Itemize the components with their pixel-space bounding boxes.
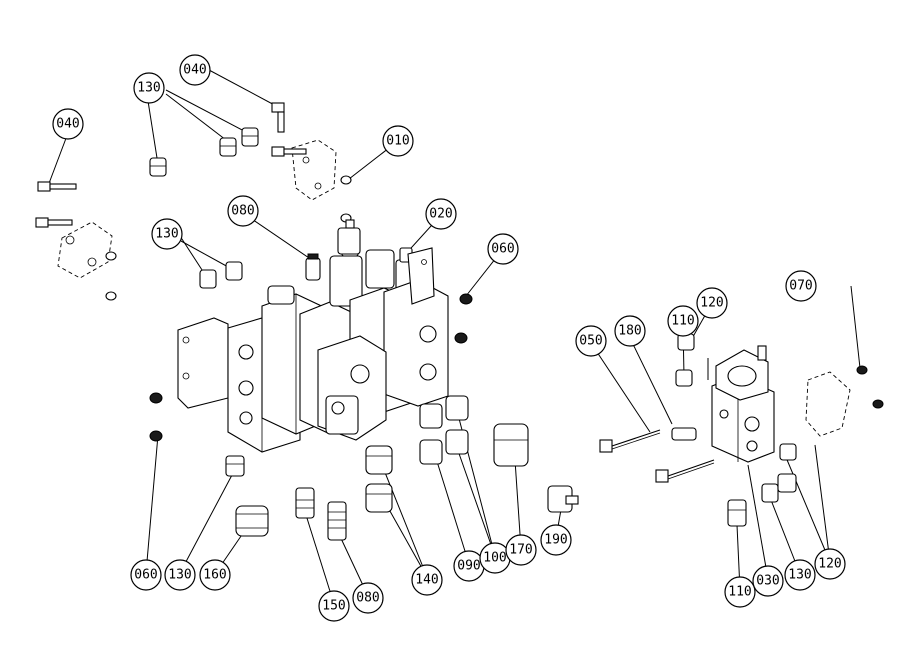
svg-text:140: 140: [415, 573, 438, 588]
mounting-plate: [177, 317, 229, 409]
callout-040-left: 040: [52, 108, 84, 140]
svg-text:090: 090: [457, 559, 480, 574]
callout-060-bottom: 060: [130, 559, 162, 591]
svg-text:060: 060: [491, 242, 514, 257]
fitting-120-right: [777, 443, 797, 493]
svg-text:100: 100: [483, 551, 506, 566]
fitting-190: [547, 485, 579, 513]
fitting-130-lower: [225, 455, 245, 477]
callout-190: 190: [540, 524, 572, 556]
svg-text:120: 120: [818, 557, 841, 572]
svg-text:130: 130: [788, 568, 811, 583]
svg-text:160: 160: [203, 568, 226, 583]
svg-text:110: 110: [728, 585, 751, 600]
fitting-130-d: [199, 261, 243, 289]
fitting-080-top: [305, 253, 321, 281]
lower-manifold: [317, 335, 387, 441]
svg-text:030: 030: [756, 574, 779, 589]
fitting-160: [235, 505, 269, 537]
callout-060-top: 060: [487, 233, 519, 265]
callout-180: 180: [614, 315, 646, 347]
svg-text:050: 050: [579, 334, 602, 349]
fitting-080-bottom: [327, 501, 347, 541]
svg-text:080: 080: [356, 591, 379, 606]
callout-010: 010: [382, 125, 414, 157]
svg-text:150: 150: [322, 599, 345, 614]
callout-130-mid: 130: [151, 218, 183, 250]
fitting-120-top: [677, 333, 695, 351]
svg-text:110: 110: [671, 314, 694, 329]
fitting-130-c: [241, 127, 259, 147]
bolt-050-b: [655, 459, 715, 483]
callout-130-top: 130: [133, 72, 165, 104]
callout-040-top: 040: [179, 54, 211, 86]
fitting-130-right: [761, 483, 779, 503]
callout-070: 070: [785, 270, 817, 302]
callout-050: 050: [575, 325, 607, 357]
fitting-180: [671, 427, 697, 441]
svg-text:060: 060: [134, 568, 157, 583]
svg-text:040: 040: [56, 117, 79, 132]
callout-090: 090: [453, 550, 485, 582]
callout-130-right: 130: [784, 559, 816, 591]
svg-text:070: 070: [789, 279, 812, 294]
callout-160: 160: [199, 559, 231, 591]
callout-120-bottom: 120: [814, 548, 846, 580]
callout-120-top: 120: [696, 287, 728, 319]
callout-080-bottom: 080: [352, 582, 384, 614]
left-mount-bracket: [57, 221, 113, 279]
callout-100: 100: [479, 542, 511, 574]
top-mount-bracket: [291, 139, 337, 201]
svg-text:130: 130: [155, 227, 178, 242]
fitting-140-b: [365, 483, 393, 513]
fitting-110-bottom: [727, 499, 747, 527]
nuts-left: [105, 175, 473, 442]
screw-040-left-2: [35, 217, 73, 228]
callout-030: 030: [752, 565, 784, 597]
callout-140: 140: [411, 564, 443, 596]
svg-text:080: 080: [231, 204, 254, 219]
callout-170: 170: [505, 534, 537, 566]
fitting-130-b: [219, 137, 237, 157]
svg-text:170: 170: [509, 543, 532, 558]
bolt-050: [599, 429, 661, 453]
svg-text:020: 020: [429, 207, 452, 222]
svg-text:010: 010: [386, 134, 409, 149]
callout-110-bottom: 110: [724, 576, 756, 608]
callout-150: 150: [318, 590, 350, 622]
fitting-150: [295, 487, 315, 519]
nuts-070: [856, 365, 884, 409]
fitting-130-a: [149, 157, 167, 177]
fitting-100: [445, 395, 469, 455]
solenoid-top: [337, 219, 361, 255]
fitting-090: [419, 403, 443, 465]
right-mount-bracket: [805, 371, 851, 437]
bracket-020: [407, 247, 435, 305]
svg-text:130: 130: [168, 568, 191, 583]
callout-080-top: 080: [227, 195, 259, 227]
screw-040-top: [271, 102, 285, 133]
callout-130-bottom: 130: [164, 559, 196, 591]
callout-020: 020: [425, 198, 457, 230]
callout-110-top: 110: [667, 305, 699, 337]
fitting-140-a: [365, 445, 393, 475]
svg-text:120: 120: [700, 296, 723, 311]
svg-text:040: 040: [183, 63, 206, 78]
right-solenoid-coil: [715, 345, 769, 401]
svg-text:180: 180: [618, 324, 641, 339]
svg-text:190: 190: [544, 533, 567, 548]
fitting-170: [493, 423, 529, 467]
screw-040-left: [37, 181, 77, 192]
svg-text:130: 130: [137, 81, 160, 96]
screw-top-2: [271, 146, 307, 157]
fitting-110-top: [675, 369, 693, 387]
